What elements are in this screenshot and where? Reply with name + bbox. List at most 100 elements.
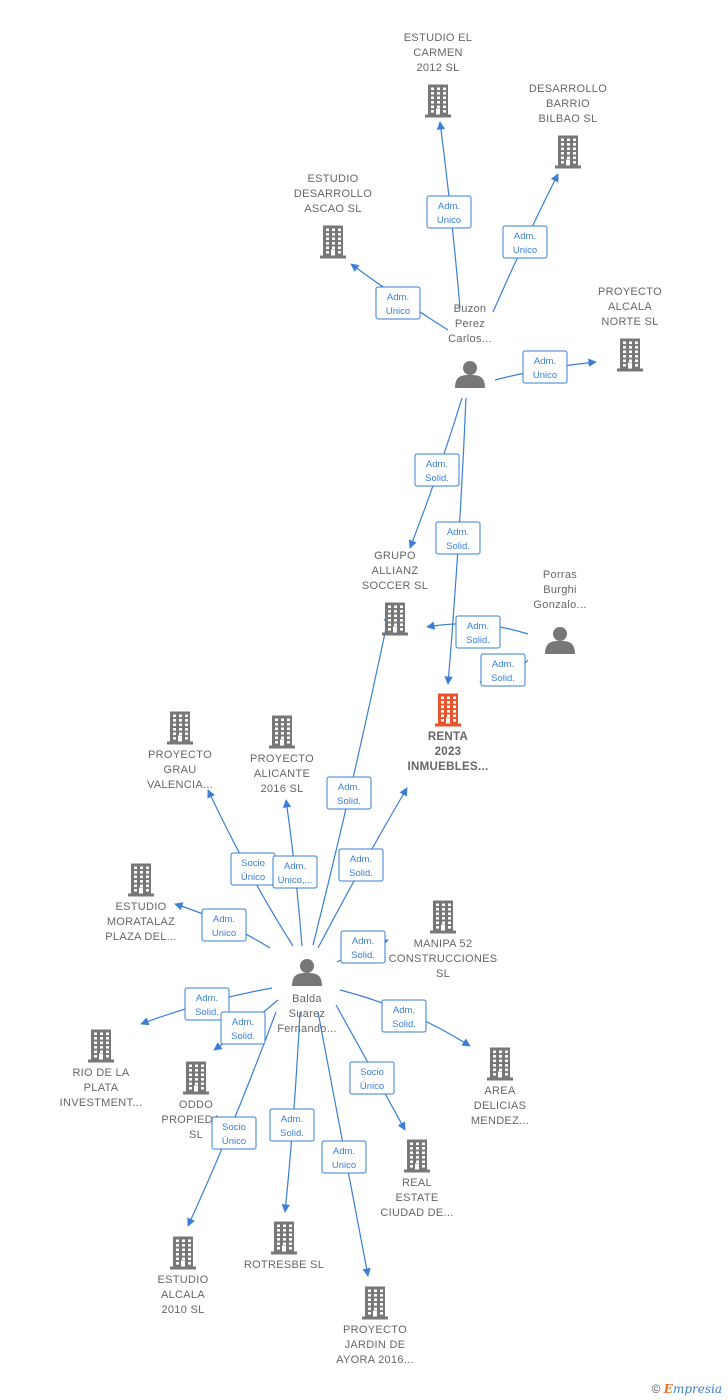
relation-label[interactable]: Adm. Unico xyxy=(321,1140,367,1174)
node-label: MENDEZ... xyxy=(471,1115,529,1127)
relation-label-text: Socio xyxy=(241,858,265,869)
node-label: ALLIANZ xyxy=(372,565,419,577)
relation-label[interactable]: Adm.Unico xyxy=(522,350,568,384)
node-label: DELICIAS xyxy=(474,1100,527,1112)
node-label: AYORA 2016... xyxy=(336,1354,414,1366)
node-label: DESARROLLO xyxy=(294,188,372,200)
node-label: PROYECTO xyxy=(598,286,662,298)
relation-label-text: Unico xyxy=(533,370,557,381)
node-balda[interactable]: BaldaSuarezFernando... xyxy=(277,959,337,1035)
relation-label-text: Socio xyxy=(360,1067,384,1078)
node-porras[interactable]: PorrasBurghiGonzalo... xyxy=(533,569,586,654)
relation-label-text: Adm. xyxy=(426,459,448,470)
relation-label[interactable]: Adm.Solid. xyxy=(340,930,386,964)
node-label: Buzon xyxy=(454,303,487,315)
node-label: CARMEN xyxy=(413,47,462,59)
relation-label[interactable]: Adm.Unico xyxy=(201,908,247,942)
building-icon xyxy=(128,863,154,897)
relation-label[interactable]: Adm.Solid. xyxy=(326,776,372,810)
relation-label-text: Solid. xyxy=(446,541,470,552)
node-label: JARDIN DE xyxy=(345,1339,406,1351)
relation-label[interactable]: Adm.Solid. xyxy=(455,615,501,649)
relation-label-text: Adm. xyxy=(333,1146,355,1157)
brand-logo[interactable]: Empresia xyxy=(663,1382,722,1396)
node-label: ESTUDIO xyxy=(308,173,359,185)
node-label: Suarez xyxy=(289,1008,326,1020)
building-icon xyxy=(167,711,193,745)
relation-label[interactable]: Adm.Solid. xyxy=(269,1108,315,1142)
relation-label-text: Adm. xyxy=(438,201,460,212)
relation-label-text: Unico xyxy=(437,215,461,226)
node-label: ODDO xyxy=(179,1099,213,1111)
footer: © Empresia xyxy=(652,1382,722,1396)
relation-label[interactable]: Adm. Unico xyxy=(375,286,421,320)
building-icon xyxy=(183,1061,209,1095)
node-label: ESTUDIO xyxy=(116,901,167,913)
node-label: VALENCIA... xyxy=(147,779,213,791)
node-proyecto_jardin[interactable]: PROYECTO JARDIN DE AYORA 2016... xyxy=(336,1286,414,1367)
node-rotresbe[interactable]: ROTRESBE SL xyxy=(244,1221,324,1272)
node-label: MANIPA 52 xyxy=(414,938,473,950)
relation-label[interactable]: Adm.Solid. xyxy=(338,848,384,882)
relation-label[interactable]: Adm.Unico,... xyxy=(272,855,318,889)
building-icon xyxy=(382,602,408,636)
relation-label[interactable]: Adm. Solid. xyxy=(414,453,460,487)
node-renta_2023[interactable]: RENTA2023INMUEBLES... xyxy=(408,693,489,774)
relation-label[interactable]: Adm.Solid. xyxy=(435,521,481,555)
node-label: PLATA xyxy=(84,1082,119,1094)
node-label: RIO DE LA xyxy=(72,1067,129,1079)
building-icon xyxy=(320,225,346,259)
node-label: BARRIO xyxy=(546,98,590,110)
node-label: PLAZA DEL... xyxy=(105,931,176,943)
relation-label-text: Solid. xyxy=(349,868,373,879)
node-label: PROYECTO xyxy=(343,1324,407,1336)
node-proyecto_grau[interactable]: PROYECTOGRAUVALENCIA... xyxy=(147,711,213,792)
node-area_delicias[interactable]: AREADELICIASMENDEZ... xyxy=(471,1047,529,1128)
relation-label[interactable]: Adm.Unico xyxy=(502,225,548,259)
building-icon xyxy=(617,338,643,372)
relation-label-text: Único xyxy=(360,1081,384,1092)
relation-label-text: Solid. xyxy=(231,1031,255,1042)
relation-label[interactable]: Adm.Solid. xyxy=(184,987,230,1021)
node-buzon[interactable]: BuzonPerezCarlos... xyxy=(448,303,492,388)
relation-label-text: Unico xyxy=(386,306,410,317)
relation-label-text: Adm. xyxy=(514,231,536,242)
copyright-symbol: © xyxy=(651,1382,661,1396)
relation-labels-layer: Adm.UnicoAdm.UnicoAdm.UnicoAdm.UnicoAdm.… xyxy=(184,195,568,1174)
relation-label-text: Adm. xyxy=(387,292,409,303)
node-proyecto_alcala_norte[interactable]: PROYECTO ALCALA NORTE SL xyxy=(598,286,662,372)
relation-label-text: Solid. xyxy=(337,796,361,807)
relation-label-text: Solid. xyxy=(425,473,449,484)
relation-label[interactable]: Adm.Solid. xyxy=(220,1011,266,1045)
node-label: 2010 SL xyxy=(161,1304,204,1316)
relation-label-text: Solid. xyxy=(392,1019,416,1030)
node-label: REAL xyxy=(402,1177,432,1189)
relation-label-text: Unico xyxy=(332,1160,356,1171)
building-icon xyxy=(170,1236,196,1270)
node-label: Fernando... xyxy=(277,1023,337,1035)
node-rio_plata[interactable]: RIO DE LAPLATAINVESTMENT... xyxy=(60,1029,143,1110)
node-label: Gonzalo... xyxy=(533,599,586,611)
building-icon xyxy=(271,1221,297,1255)
node-label: NORTE SL xyxy=(601,316,658,328)
building-icon xyxy=(435,693,461,727)
relation-label-text: Solid. xyxy=(195,1007,219,1018)
relation-label[interactable]: Adm.Solid. xyxy=(381,999,427,1033)
building-icon xyxy=(404,1139,430,1173)
relation-label[interactable]: Adm.Solid. xyxy=(480,653,526,687)
relation-label[interactable]: Adm. Unico xyxy=(426,195,472,229)
node-label: ALCALA xyxy=(608,301,652,313)
